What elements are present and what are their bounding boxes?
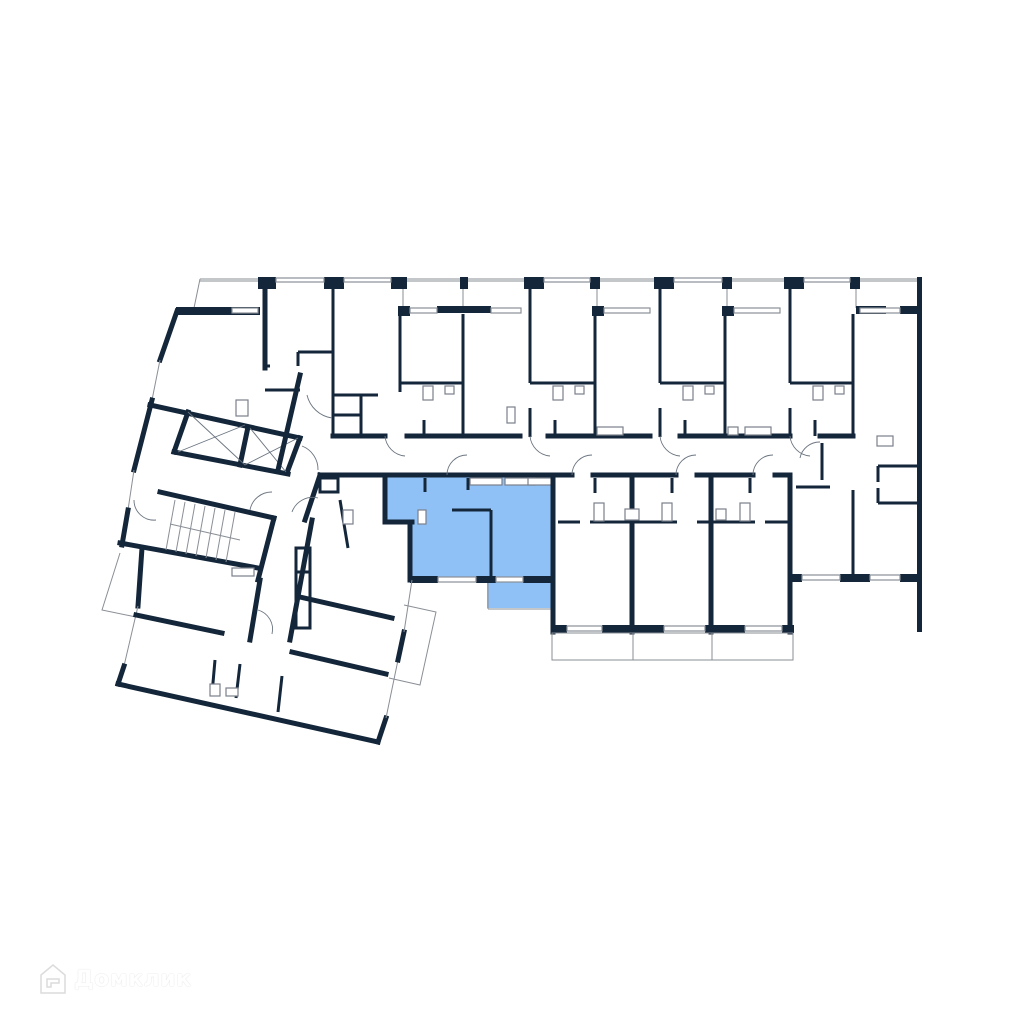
doors bbox=[133, 394, 821, 635]
watermark-text: Домклик bbox=[74, 966, 192, 992]
highlighted-apartment[interactable] bbox=[387, 476, 553, 608]
staircase-icon bbox=[165, 499, 241, 563]
north-row-walls bbox=[263, 289, 917, 505]
windows bbox=[231, 277, 901, 314]
west-wing bbox=[101, 286, 437, 746]
house-logo-icon bbox=[40, 964, 66, 994]
south-row-walls bbox=[317, 472, 920, 661]
watermark: Домклик bbox=[38, 962, 192, 996]
